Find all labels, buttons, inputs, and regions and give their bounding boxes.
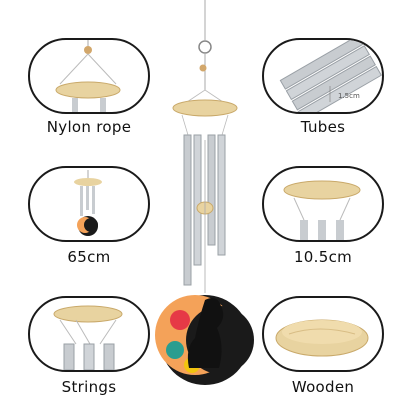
nylon-rope-closeup (28, 38, 150, 114)
label-width: 10.5cm (293, 248, 353, 266)
wind-chime-product (150, 0, 270, 416)
tubes-closeup (262, 38, 384, 114)
label-wooden: Wooden (291, 378, 355, 396)
wooden-closeup (262, 296, 384, 372)
strings-closeup (28, 296, 150, 372)
label-tubes: Tubes (300, 118, 346, 136)
width-closeup (262, 166, 384, 242)
label-height: 65cm (67, 248, 111, 266)
label-strings: Strings (61, 378, 117, 396)
tube-diameter-label: 1.5cm (338, 92, 360, 100)
label-nylon-rope: Nylon rope (46, 118, 132, 136)
height-closeup (28, 166, 150, 242)
